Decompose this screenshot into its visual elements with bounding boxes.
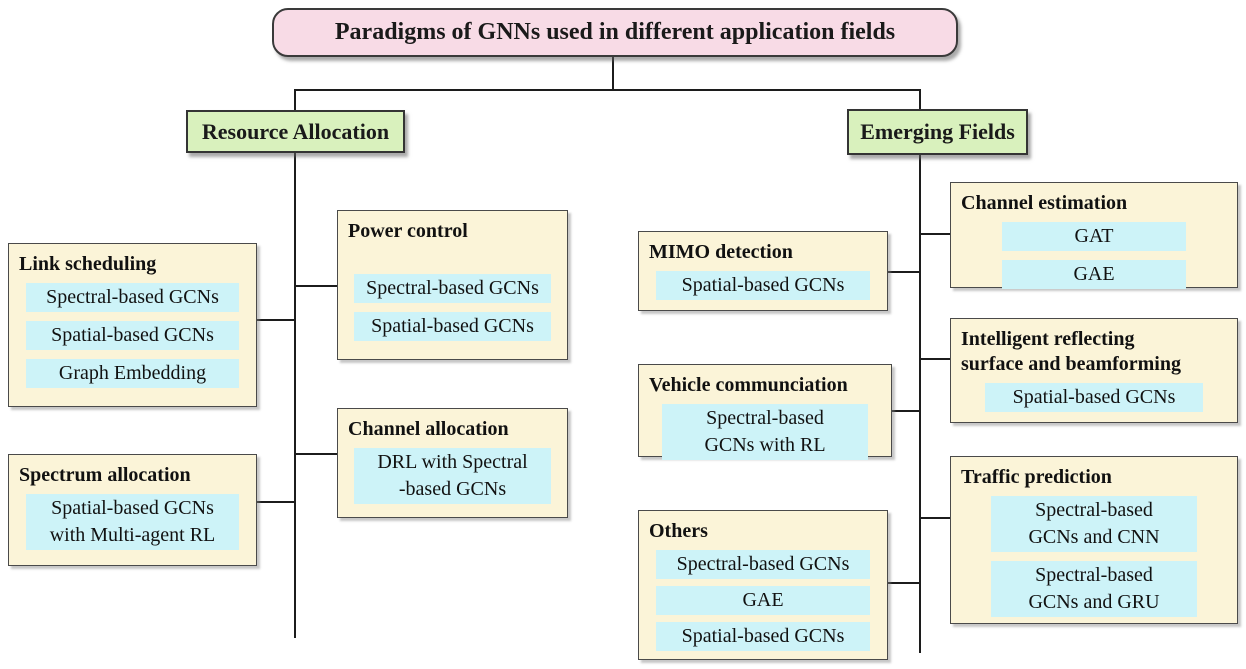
box-title-channel-allocation: Channel allocation: [348, 418, 509, 440]
box-link-scheduling: Link scheduling Spectral-based GCNs Spat…: [8, 243, 257, 407]
box-vehicle-communication: Vehicle communciation Spectral-based GCN…: [638, 364, 892, 460]
box-title-vehicle-communication: Vehicle communciation: [649, 374, 848, 396]
chip-spatial-gcns-multiagent-rl: Spatial-based GCNs with Multi-agent RL: [26, 494, 239, 550]
box-spectrum-allocation: Spectrum allocation Spatial-based GCNs w…: [8, 454, 257, 566]
box-title-link-scheduling: Link scheduling: [19, 253, 157, 275]
chip-list: Spectral-based GCNs with RL: [639, 404, 891, 460]
chip-list: DRL with Spectral -based GCNs: [338, 448, 567, 504]
chip-list: Spectral-based GCNs Spatial-based GCNs G…: [9, 283, 256, 388]
chip-list: Spectral-based GCNs Spatial-based GCNs: [338, 274, 567, 341]
box-traffic-prediction: Traffic prediction Spectral-based GCNs a…: [950, 456, 1238, 624]
chip-spatial-based-gcns: Spatial-based GCNs: [26, 321, 239, 350]
box-title-channel-estimation: Channel estimation: [961, 192, 1128, 214]
chip-gae: GAE: [656, 586, 870, 615]
chip-list: Spectral-based GCNs and CNN Spectral-bas…: [951, 496, 1237, 617]
chip-graph-embedding: Graph Embedding: [26, 359, 239, 388]
chip-spatial-based-gcns: Spatial-based GCNs: [656, 271, 870, 300]
diagram-title: Paradigms of GNNs used in different appl…: [272, 8, 958, 57]
box-channel-allocation: Channel allocation DRL with Spectral -ba…: [337, 408, 568, 518]
chip-spectral-based-gcns: Spectral-based GCNs: [26, 283, 239, 312]
chip-list: GAT GAE: [951, 222, 1237, 289]
chip-spatial-based-gcns: Spatial-based GCNs: [985, 383, 1203, 412]
chip-spectral-gcns-with-rl: Spectral-based GCNs with RL: [661, 404, 869, 460]
box-title-power-control: Power control: [348, 220, 468, 242]
chip-gae: GAE: [1002, 260, 1186, 289]
box-channel-estimation: Channel estimation GAT GAE: [950, 182, 1238, 289]
chip-spectral-based-gcns: Spectral-based GCNs: [354, 274, 551, 303]
branch-emerging-fields: Emerging Fields: [847, 109, 1028, 155]
chip-gat: GAT: [1002, 222, 1186, 251]
chip-drl-spectral-gcns: DRL with Spectral -based GCNs: [354, 448, 551, 504]
chip-spatial-based-gcns: Spatial-based GCNs: [656, 622, 870, 651]
box-others: Others Spectral-based GCNs GAE Spatial-b…: [638, 510, 888, 660]
box-title-spectrum-allocation: Spectrum allocation: [19, 464, 191, 486]
chip-spectral-based-gcns: Spectral-based GCNs: [656, 550, 870, 579]
chip-spatial-based-gcns: Spatial-based GCNs: [354, 312, 551, 341]
chip-list: Spatial-based GCNs with Multi-agent RL: [9, 494, 256, 550]
box-title-irs-beamforming: Intelligent reflecting surface and beamf…: [961, 328, 1181, 375]
chip-list: Spatial-based GCNs: [951, 383, 1237, 412]
box-title-others: Others: [649, 520, 708, 542]
box-title-traffic-prediction: Traffic prediction: [961, 466, 1112, 488]
branch-resource-allocation: Resource Allocation: [186, 110, 405, 153]
box-mimo-detection: MIMO detection Spatial-based GCNs: [638, 231, 888, 311]
chip-list: Spectral-based GCNs GAE Spatial-based GC…: [639, 550, 887, 651]
chip-spectral-gcns-gru: Spectral-based GCNs and GRU: [991, 561, 1197, 617]
box-title-mimo-detection: MIMO detection: [649, 241, 793, 263]
chip-list: Spatial-based GCNs: [639, 271, 887, 300]
chip-spectral-gcns-cnn: Spectral-based GCNs and CNN: [991, 496, 1197, 552]
box-irs-beamforming: Intelligent reflecting surface and beamf…: [950, 318, 1238, 423]
box-power-control: Power control Spectral-based GCNs Spatia…: [337, 210, 568, 360]
